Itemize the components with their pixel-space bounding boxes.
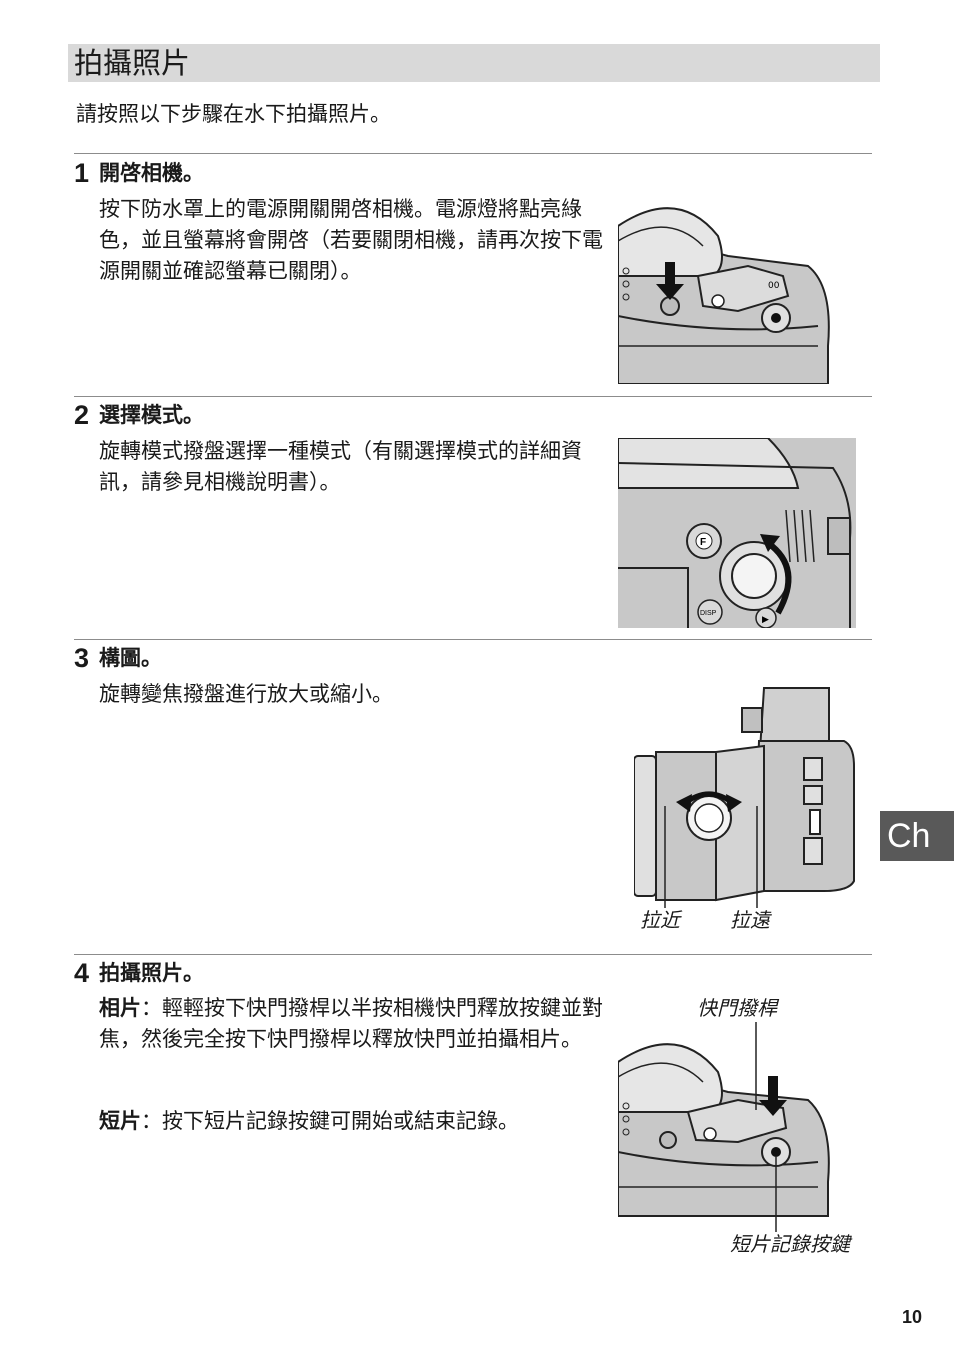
chapter-tab: Ch xyxy=(880,811,954,861)
step-1-number: 1 xyxy=(74,158,90,188)
play-button-label: ▶ xyxy=(762,615,769,625)
zoom-out-caption: 拉遠 xyxy=(730,908,770,932)
step-2-title: 選擇模式。 xyxy=(99,403,204,427)
zoom-in-caption: 拉近 xyxy=(640,908,680,932)
movie-button-caption: 短片記錄按鍵 xyxy=(730,1232,850,1256)
power-switch-illustration: 00 xyxy=(618,196,838,384)
step-3-title: 構圖。 xyxy=(99,646,162,670)
step-4-photo-paragraph: 相片：輕輕按下快門撥桿以半按相機快門釋放按鍵並對焦，然後完全按下快門撥桿以釋放快… xyxy=(99,993,609,1055)
divider-step-3 xyxy=(74,639,872,640)
movie-text: ：按下短片記錄按鍵可開始或結束記錄。 xyxy=(141,1109,519,1133)
svg-text:00: 00 xyxy=(768,281,780,291)
shutter-lever-caption: 快門撥桿 xyxy=(697,996,777,1020)
step-4-number: 4 xyxy=(74,958,90,988)
step-3-body: 旋轉變焦撥盤進行放大或縮小。 xyxy=(99,682,393,706)
photo-label: 相片 xyxy=(99,996,141,1020)
step-1-title: 開啓相機。 xyxy=(99,161,204,185)
section-title-bar: 拍攝照片 xyxy=(68,44,880,82)
page-title: 拍攝照片 xyxy=(74,46,191,80)
step-4-title: 拍攝照片。 xyxy=(99,961,204,985)
divider-step-1 xyxy=(74,153,872,154)
photo-text: ：輕輕按下快門撥桿以半按相機快門釋放按鍵並對焦，然後完全按下快門撥桿以釋放快門並… xyxy=(99,996,603,1051)
step-1-body: 按下防水罩上的電源開關開啓相機。電源燈將點亮綠色，並且螢幕將會開啓（若要關閉相機… xyxy=(99,197,603,283)
zoom-dial-illustration xyxy=(634,686,856,908)
shutter-illustration xyxy=(618,1022,838,1232)
step-2-number: 2 xyxy=(74,400,90,430)
disp-button-label: DISP xyxy=(700,610,717,617)
step-2-body: 旋轉模式撥盤選擇一種模式（有關選擇模式的詳細資訊，請參見相機說明書）。 xyxy=(99,439,582,494)
step-4-movie-paragraph: 短片：按下短片記錄按鍵可開始或結束記錄。 xyxy=(99,1106,619,1137)
divider-step-4 xyxy=(74,954,872,955)
intro-text: 請按照以下步驟在水下拍攝照片。 xyxy=(76,102,391,126)
divider-step-2 xyxy=(74,396,872,397)
step-3-number: 3 xyxy=(74,643,90,673)
mode-dial-illustration: F DISP ▶ xyxy=(618,438,856,628)
mode-dial-badge: F xyxy=(700,537,706,548)
movie-label: 短片 xyxy=(99,1109,141,1133)
page-number: 10 xyxy=(902,1307,923,1327)
